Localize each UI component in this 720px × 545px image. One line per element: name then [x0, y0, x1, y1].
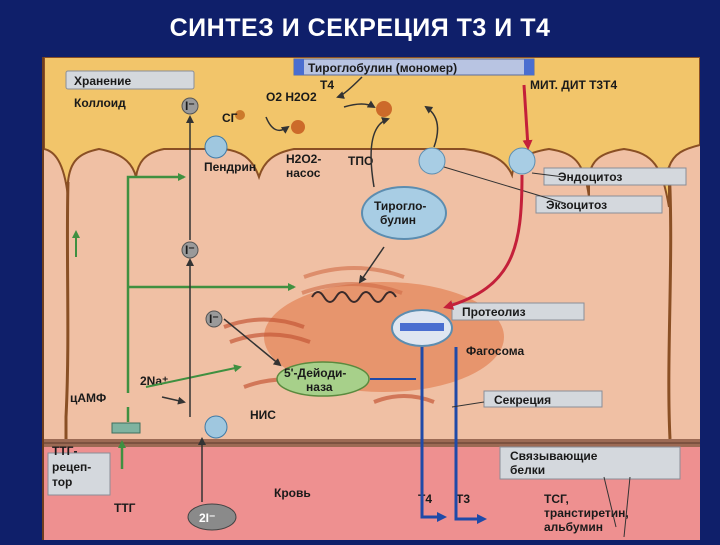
two-iodide-label: 2I⁻ — [199, 511, 215, 525]
mit-dit-label: МИТ. ДИТ T3T4 — [530, 78, 617, 92]
svg-text:I⁻: I⁻ — [185, 243, 195, 257]
thyroglobulin-monomer-label: Тироглобулин (мономер) — [308, 61, 457, 75]
tsg-label-2: транстиретин, — [544, 506, 629, 520]
ttg-receptor-label-1: ТТГ- — [52, 444, 77, 458]
thyroglobulin-cell-label-1: Тирогло- — [374, 199, 426, 213]
svg-text:I⁻: I⁻ — [209, 312, 219, 326]
ttg-receptor-label-2: рецеп- — [52, 460, 91, 474]
binding-proteins-label-1: Связывающие — [510, 449, 598, 463]
nis-label: НИС — [250, 408, 276, 422]
t3-bottom-label: T3 — [456, 492, 470, 506]
tsg-label-3: альбумин — [544, 520, 603, 534]
secretion-label: Секреция — [494, 393, 551, 407]
deiodinase-label-2: наза — [306, 380, 333, 394]
peroxidase-site — [376, 101, 392, 117]
ttg-label: ТТГ — [114, 501, 136, 515]
colloid-label: Коллоид — [74, 96, 126, 110]
svg-text:I⁻: I⁻ — [185, 99, 195, 113]
t4-top-label: T4 — [320, 78, 334, 92]
vesicle-2 — [509, 148, 535, 174]
h2o2-pump-label-1: H2O2- — [286, 152, 321, 166]
vesicle-1 — [419, 148, 445, 174]
tpo-label: ТПО — [348, 154, 373, 168]
slide-title: СИНТЕЗ И СЕКРЕЦИЯ Т3 И Т4 — [0, 8, 720, 48]
deiodinase-label-1: 5'-Дейоди- — [284, 366, 346, 380]
thyroglobulin-cell-label-2: булин — [380, 213, 416, 227]
thyroid-hormone-synthesis-diagram: Хранение Коллоид Тироглобулин (мономер) … — [42, 57, 700, 540]
endocytosis-label: Эндоцитоз — [558, 170, 622, 184]
sg-label: СГ — [222, 111, 238, 125]
t4-bottom-label: T4 — [418, 492, 432, 506]
tpo-enzyme — [291, 120, 305, 134]
binding-proteins-label-2: белки — [510, 463, 545, 477]
camp-label: цАМФ — [70, 391, 106, 405]
tsg-label-1: ТСГ, — [544, 492, 569, 506]
ttg-receptor-label-3: тор — [52, 475, 72, 489]
blood-label: Кровь — [274, 486, 311, 500]
phagosome-label: Фагосома — [466, 344, 524, 358]
ttg-receptor — [112, 423, 140, 433]
proteolysis-label: Протеолиз — [462, 305, 526, 319]
storage-label: Хранение — [74, 74, 132, 88]
pendrin-transporter — [205, 136, 227, 158]
pendrin-label: Пендрин — [204, 160, 256, 174]
o2-h2o2-label: O2 H2O2 — [266, 90, 317, 104]
nis-transporter — [205, 416, 227, 438]
h2o2-pump-label-2: насос — [286, 166, 321, 180]
